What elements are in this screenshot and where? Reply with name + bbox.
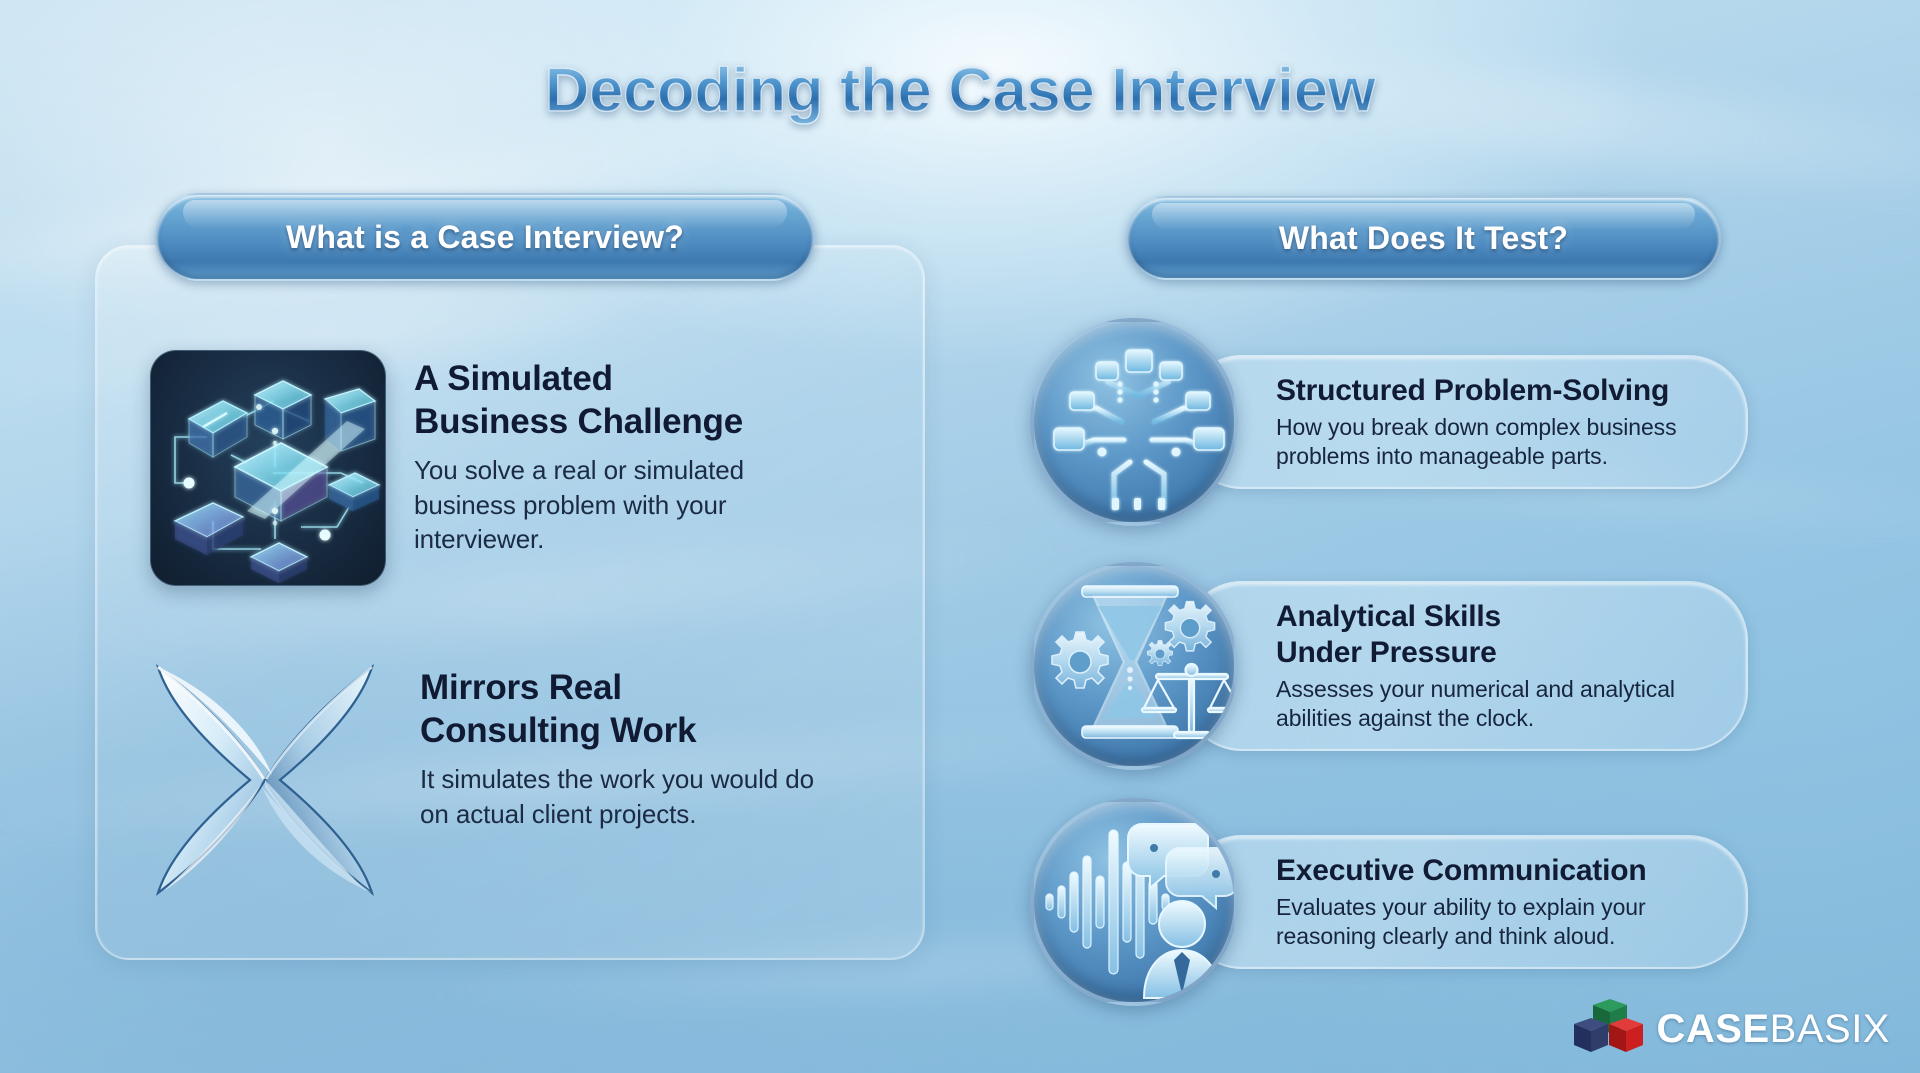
circuit-tree-icon: [1030, 318, 1238, 526]
right-item-panel: Analytical Skills Under Pressure Assesse…: [1182, 580, 1748, 752]
left-item-heading-line2: Consulting Work: [420, 710, 697, 750]
left-item-text: A Simulated Business Challenge You solve…: [414, 350, 814, 556]
cubes-icon: [1571, 999, 1645, 1059]
hourglass-gears-scales-icon: [1030, 562, 1238, 770]
page-title: Decoding the Case Interview: [0, 55, 1920, 126]
left-section-header-pill: What is a Case Interview?: [155, 193, 815, 281]
left-item-heading: Mirrors Real Consulting Work: [420, 667, 820, 752]
left-item-heading-line1: A Simulated: [414, 359, 613, 398]
brand-name-light: BASIX: [1769, 1006, 1890, 1051]
right-item-panel: Executive Communication Evaluates your a…: [1182, 834, 1748, 970]
brand-name-bold: CASE: [1656, 1006, 1770, 1051]
right-section-heading: What Does It Test?: [1278, 219, 1569, 256]
right-item-heading: Executive Communication: [1276, 853, 1647, 887]
right-item-body: Assesses your numerical and analytical a…: [1276, 675, 1675, 731]
left-item-body: It simulates the work you would do on ac…: [420, 764, 815, 829]
isometric-network-diagram-icon: [150, 350, 386, 586]
left-item-body: You solve a real or simulated business p…: [414, 455, 744, 554]
left-item-text: Mirrors Real Consulting Work It simulate…: [420, 655, 820, 831]
brand-name: CASEBASIX: [1657, 1007, 1890, 1052]
left-item-simulated-business-challenge: A Simulated Business Challenge You solve…: [150, 350, 814, 586]
brand-logo: CASEBASIX: [1571, 999, 1890, 1059]
left-item-mirrors-real-consulting-work: Mirrors Real Consulting Work It simulate…: [140, 655, 820, 905]
right-item-executive-communication: Executive Communication Evaluates your a…: [1030, 798, 1748, 1006]
right-item-body: How you break down complex business prob…: [1276, 413, 1677, 469]
right-item-heading-line2: Under Pressure: [1276, 635, 1497, 669]
left-item-heading-line2: Business Challenge: [414, 401, 744, 441]
left-section-heading: What is a Case Interview?: [285, 218, 684, 255]
speech-waveform-presenter-icon: [1030, 798, 1238, 1006]
right-item-heading-line1: Analytical Skills: [1276, 599, 1502, 633]
right-item-panel: Structured Problem-Solving How you break…: [1182, 354, 1748, 490]
right-item-heading: Structured Problem-Solving: [1276, 373, 1670, 407]
left-item-heading: A Simulated Business Challenge: [414, 358, 814, 443]
right-section-header-pill: What Does It Test?: [1126, 196, 1721, 280]
right-item-body: Evaluates your ability to explain your r…: [1276, 893, 1646, 949]
right-item-structured-problem-solving: Structured Problem-Solving How you break…: [1030, 318, 1748, 526]
crystal-x-icon: [140, 655, 390, 905]
right-item-heading: Analytical Skills Under Pressure: [1276, 599, 1706, 671]
left-item-heading-line1: Mirrors Real: [420, 668, 622, 707]
right-item-analytical-skills-under-pressure: Analytical Skills Under Pressure Assesse…: [1030, 562, 1748, 770]
